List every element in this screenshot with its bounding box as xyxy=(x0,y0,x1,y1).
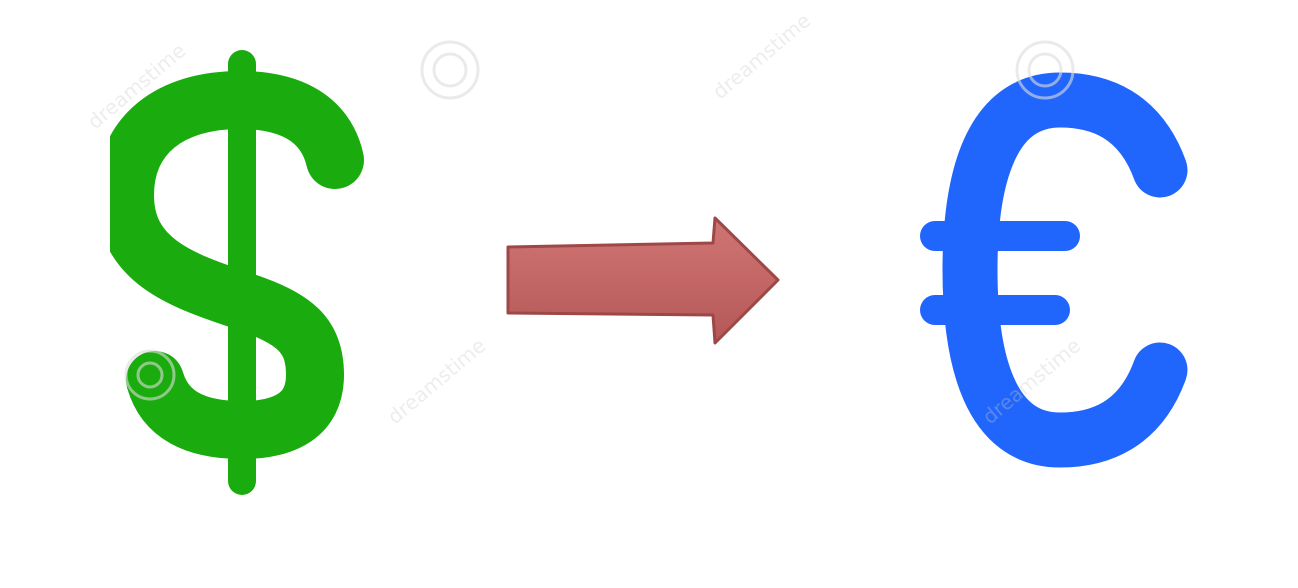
right-arrow-icon xyxy=(506,216,780,345)
watermark-text-3: dreamstime xyxy=(383,333,490,429)
dollar-sign-icon xyxy=(110,50,364,495)
euro-sign-icon xyxy=(920,72,1188,468)
dollar-s-curve xyxy=(110,70,364,460)
watermark-text-2: dreamstime xyxy=(708,8,815,104)
euro-c-curve xyxy=(942,72,1188,468)
arrow-shape xyxy=(506,216,780,345)
